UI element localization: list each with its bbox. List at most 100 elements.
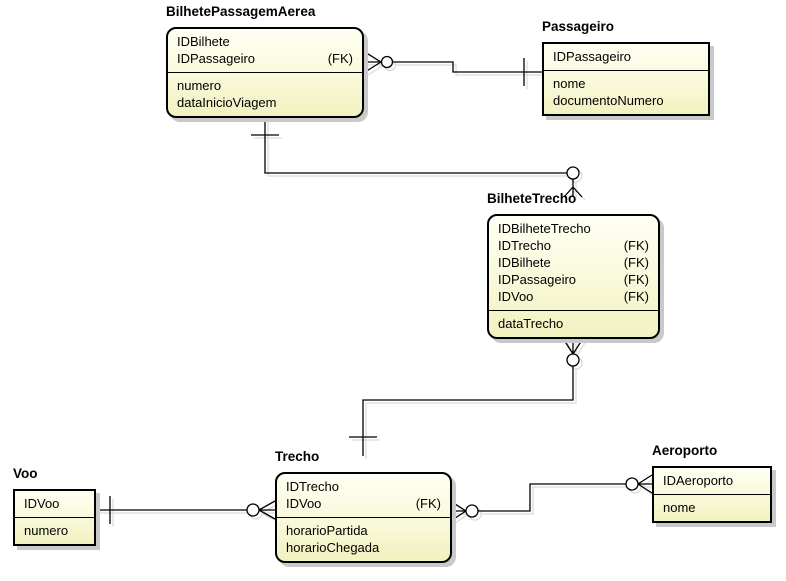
entity-title: Aeroporto [652,443,718,458]
entity-title: Passageiro [542,19,615,34]
attribute-row: IDBilheteTrecho [498,220,649,237]
attribute-row: IDPassageiro [553,48,699,65]
entity-box[interactable]: IDTrecho IDVoo (FK) horarioPartida horar… [275,472,452,563]
entity-trecho[interactable]: Trecho IDTrecho IDVoo (FK) horarioPartid… [275,449,452,563]
entity-box[interactable]: IDBilheteTrecho IDTrecho (FK) IDBilhete … [487,214,660,339]
attribute-name: IDVoo [498,289,534,304]
attribute-name: IDVoo [24,496,60,511]
attribute-row: nome [553,75,699,92]
attribute-row: horarioChegada [286,539,441,556]
attribute-name: horarioChegada [286,540,380,555]
attribute-name: nome [553,76,586,91]
attribute-name: IDVoo [286,496,322,511]
attribute-name: documentoNumero [553,93,664,108]
attribute-name: IDPassageiro [553,49,632,64]
attribute-name: IDAeroporto [663,473,734,488]
optional-circle-icon [380,55,394,69]
attribute-row: numero [24,522,85,539]
entity-box[interactable]: IDBilhete IDPassageiro (FK) numero dataI… [166,27,364,118]
entity-title: Trecho [275,449,320,464]
fk-marker: (FK) [415,496,441,511]
entity-box[interactable]: IDAeroporto nome [652,466,772,523]
attribute-row: nome [663,499,761,516]
optional-circle-icon [625,477,639,491]
entity-title: BilheteTrecho [487,191,577,206]
entity-passageiro[interactable]: Passageiro IDPassageiro nome documentoNu… [542,19,710,116]
attribute-row: IDVoo (FK) [498,288,649,305]
relationship-line[interactable] [478,483,626,512]
entity-bilhete-passagem-aerea[interactable]: BilhetePassagemAerea IDBilhete IDPassage… [166,4,364,118]
attribute-row: IDPassageiro (FK) [498,271,649,288]
entity-title: BilhetePassagemAerea [166,4,316,19]
attribute-row: numero [177,77,353,94]
attribute-name: IDPassageiro [498,272,577,287]
non-key-attributes-section: nome [654,494,770,521]
entity-voo[interactable]: Voo IDVoo numero [13,466,96,546]
attribute-row: IDBilhete (FK) [498,254,649,271]
attribute-row: IDAeroporto [663,472,761,489]
attribute-row: IDTrecho [286,478,441,495]
attribute-name: IDTrecho [286,479,339,494]
non-key-attributes-section: numero [15,517,94,544]
relationship-bilhetepassagemaerea-bilhetetrecho[interactable] [251,118,583,198]
attribute-name: IDPassageiro [177,51,256,66]
fk-marker: (FK) [623,238,649,253]
entity-box[interactable]: IDPassageiro nome documentoNumero [542,42,710,116]
non-key-attributes-section: dataTrecho [489,310,658,337]
attribute-name: nome [663,500,696,515]
crows-foot-icon [637,474,653,494]
key-attributes-section: IDAeroporto [654,468,770,494]
entity-title: Voo [13,466,38,481]
attribute-name: IDTrecho [498,238,551,253]
attribute-row: IDVoo (FK) [286,495,441,512]
entity-bilhete-trecho[interactable]: BilheteTrecho IDBilheteTrecho IDTrecho (… [487,191,660,339]
attribute-name: dataInicioViagem [177,95,277,110]
relationship-passageiro-bilhetepassagemaerea[interactable] [364,51,543,86]
attribute-name: horarioPartida [286,523,368,538]
key-attributes-section: IDTrecho IDVoo (FK) [277,474,450,517]
optional-circle-icon [246,503,260,517]
key-attributes-section: IDVoo [15,491,94,517]
crows-foot-icon [258,500,276,520]
non-key-attributes-section: numero dataInicioViagem [168,72,362,116]
attribute-row: IDBilhete [177,33,353,50]
relationship-trecho-bilhetetrecho[interactable] [349,339,583,456]
attribute-name: numero [177,78,222,93]
relationship-line[interactable] [392,61,543,73]
attribute-name: IDBilhete [498,255,551,270]
fk-marker: (FK) [623,289,649,304]
non-key-attributes-section: nome documentoNumero [544,70,708,114]
optional-circle-icon [465,504,479,518]
relationship-voo-trecho[interactable] [96,496,276,524]
attribute-name: dataTrecho [498,316,564,331]
attribute-row: documentoNumero [553,92,699,109]
attribute-row: dataTrecho [498,315,649,332]
key-attributes-section: IDBilhete IDPassageiro (FK) [168,29,362,72]
relationship-line[interactable] [362,366,574,456]
fk-marker: (FK) [327,51,353,66]
non-key-attributes-section: horarioPartida horarioChegada [277,517,450,561]
key-attributes-section: IDPassageiro [544,44,708,70]
relationship-line[interactable] [264,118,567,174]
crows-foot-icon [563,179,583,198]
entity-box[interactable]: IDVoo numero [13,489,96,546]
key-attributes-section: IDBilheteTrecho IDTrecho (FK) IDBilhete … [489,216,658,310]
crows-foot-icon [364,51,382,73]
attribute-row: dataInicioViagem [177,94,353,111]
attribute-name: numero [24,523,69,538]
crows-foot-icon [451,501,467,521]
optional-circle-icon [566,353,580,367]
attribute-name: IDBilhete [177,34,230,49]
crows-foot-icon [563,339,583,355]
attribute-row: IDTrecho (FK) [498,237,649,254]
attribute-row: IDVoo [24,495,85,512]
relationship-trecho-aeroporto[interactable] [451,474,653,521]
attribute-row: horarioPartida [286,522,441,539]
attribute-name: IDBilheteTrecho [498,221,591,236]
optional-circle-icon [566,166,580,180]
attribute-row: IDPassageiro (FK) [177,50,353,67]
fk-marker: (FK) [623,255,649,270]
entity-aeroporto[interactable]: Aeroporto IDAeroporto nome [652,443,772,523]
